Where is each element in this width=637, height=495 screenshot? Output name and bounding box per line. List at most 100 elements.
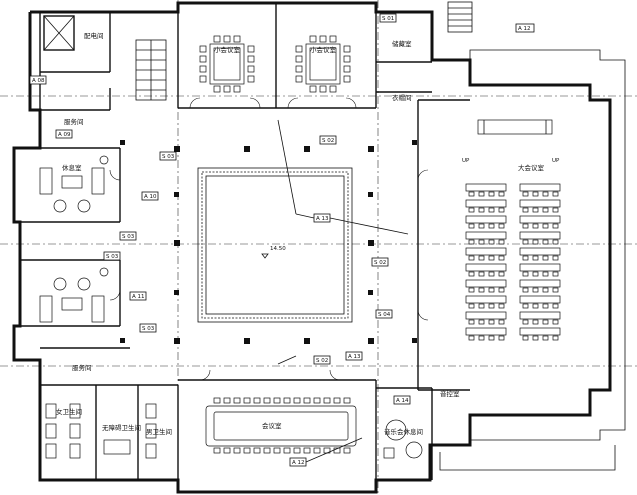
table-chair — [253, 397, 261, 404]
meeting-chair — [498, 239, 505, 245]
tag-s03-mid: S 03 — [119, 231, 137, 241]
multi-function-room-label: 音乐会休息间 — [384, 427, 423, 436]
meeting-room-table — [205, 405, 357, 447]
meeting-room-label: 会议室 — [262, 421, 282, 430]
meeting-chair — [468, 207, 475, 213]
meeting-desk — [465, 231, 507, 240]
meeting-desk — [519, 279, 561, 288]
svg-text:A 12: A 12 — [518, 26, 531, 32]
meeting-chair — [488, 335, 495, 341]
tag-a10: A 10 — [141, 191, 159, 201]
meeting-chair — [498, 191, 505, 197]
meeting-chair — [542, 335, 549, 341]
table-chair — [233, 397, 241, 404]
meeting-chair — [468, 191, 475, 197]
table-chair — [253, 447, 261, 454]
small-meeting-2-furniture — [295, 35, 351, 93]
meeting-chair — [488, 319, 495, 325]
svg-text:A 13: A 13 — [316, 216, 329, 222]
table-chair — [343, 397, 351, 404]
annotation-tags: A 12 A 08 A 09 S 03 S 02 A 10 S 03 A 13 … — [29, 13, 535, 467]
meeting-desk — [465, 327, 507, 336]
meeting-chair — [478, 287, 485, 293]
meeting-chair — [478, 335, 485, 341]
meeting-chair — [478, 239, 485, 245]
meeting-chair — [468, 271, 475, 277]
table-chair — [273, 397, 281, 404]
meeting-chair — [468, 335, 475, 341]
meeting-chair — [552, 335, 559, 341]
meeting-desk — [519, 295, 561, 304]
meeting-chair — [552, 255, 559, 261]
meeting-chair — [542, 303, 549, 309]
meeting-chair — [532, 271, 539, 277]
tag-a11: A 11 — [129, 291, 147, 301]
meeting-chair — [552, 303, 559, 309]
table-chair — [213, 397, 221, 404]
meeting-chair — [542, 287, 549, 293]
table-chair — [293, 447, 301, 454]
table-chair — [313, 397, 321, 404]
meeting-chair — [522, 255, 529, 261]
svg-text:S 03: S 03 — [162, 154, 175, 160]
meeting-chair — [488, 239, 495, 245]
table-chair — [283, 397, 291, 404]
meeting-chair — [478, 207, 485, 213]
meeting-chair — [522, 239, 529, 245]
table-chair — [333, 397, 341, 404]
meeting-desk — [519, 311, 561, 320]
meeting-chair — [552, 223, 559, 229]
meeting-chair — [552, 191, 559, 197]
meeting-chair — [542, 207, 549, 213]
up-right-label: UP — [552, 158, 560, 164]
svg-text:S 02: S 02 — [316, 358, 328, 364]
svg-text:S 04: S 04 — [378, 312, 391, 318]
meeting-desk — [465, 215, 507, 224]
meeting-chair — [532, 335, 539, 341]
meeting-chair — [468, 303, 475, 309]
tag-a09: A 09 — [55, 129, 73, 139]
central-atrium — [197, 167, 353, 323]
meeting-chair — [542, 255, 549, 261]
meeting-chair — [468, 223, 475, 229]
meeting-chair — [478, 303, 485, 309]
meeting-chair — [468, 287, 475, 293]
meeting-chair — [468, 319, 475, 325]
meeting-chair — [522, 319, 529, 325]
table-chair — [273, 447, 281, 454]
meeting-chair — [542, 223, 549, 229]
svg-text:A 11: A 11 — [132, 294, 145, 300]
meeting-chair — [498, 255, 505, 261]
meeting-desk — [519, 215, 561, 224]
meeting-chair — [468, 239, 475, 245]
level-marker — [261, 253, 269, 259]
meeting-chair — [478, 319, 485, 325]
table-chair — [293, 397, 301, 404]
table-chair — [223, 447, 231, 454]
meeting-chair — [488, 303, 495, 309]
meeting-chair — [522, 207, 529, 213]
svg-text:S 03: S 03 — [122, 234, 135, 240]
meeting-chair — [532, 255, 539, 261]
table-chair — [303, 397, 311, 404]
table-chair — [323, 397, 331, 404]
lounge-label: 休息室 — [62, 163, 82, 172]
large-meeting-label: 大会议室 — [518, 163, 545, 172]
svg-text:S 03: S 03 — [142, 326, 155, 332]
meeting-desk — [519, 263, 561, 272]
meeting-chair — [478, 255, 485, 261]
meeting-desk — [465, 199, 507, 208]
meeting-chair — [468, 255, 475, 261]
distribution-room-label: 配电间 — [84, 31, 104, 40]
tag-s04: S 04 — [375, 309, 393, 319]
table-chair — [243, 397, 251, 404]
exterior-stair — [447, 1, 473, 33]
meeting-chair — [488, 223, 495, 229]
meeting-chair — [488, 287, 495, 293]
meeting-chair — [478, 223, 485, 229]
meeting-chair — [552, 271, 559, 277]
meeting-chair — [522, 271, 529, 277]
meeting-chair — [488, 191, 495, 197]
meeting-chair — [498, 287, 505, 293]
